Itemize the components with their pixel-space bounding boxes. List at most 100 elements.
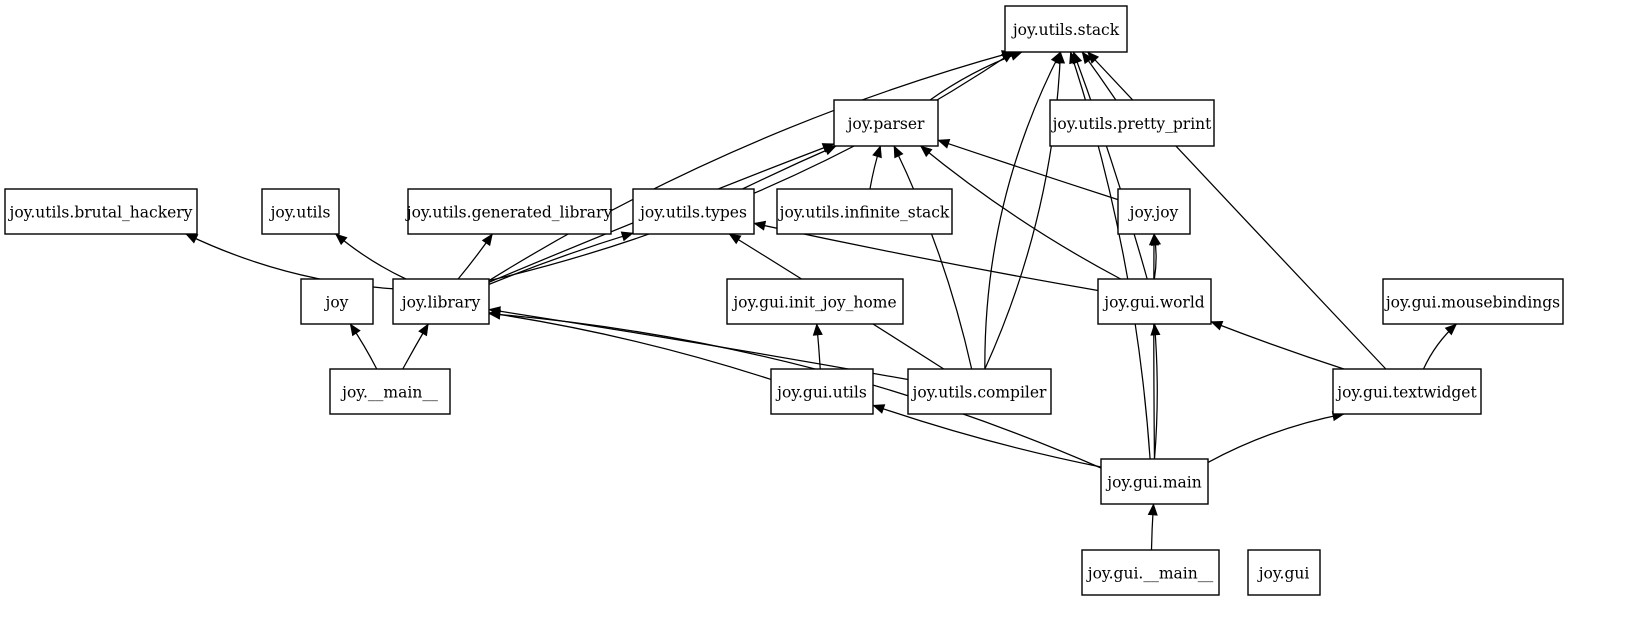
node-box[interactable]	[632, 188, 755, 235]
node-joy-utils[interactable]: joy.utils	[261, 188, 340, 235]
node-joy-gui-main[interactable]: joy.gui.main	[1100, 458, 1209, 505]
node-box[interactable]	[907, 368, 1052, 415]
arrowhead-joy-library-to-joy-utils-brutal-hackery	[185, 233, 199, 244]
node-label: joy.utils.pretty_print	[1051, 115, 1213, 133]
edge-joy-gui-main-to-joy-joy	[1153, 233, 1156, 460]
node-box[interactable]	[833, 99, 939, 147]
node-joy-gui-world[interactable]: joy.gui.world	[1097, 278, 1212, 325]
arrowhead-joy-gui-main-to-joy-joy	[1148, 233, 1160, 246]
node-joy-gui-init-joy-home[interactable]: joy.gui.init_joy_home	[726, 278, 904, 325]
node-box[interactable]	[4, 188, 198, 235]
edge-joy-gui-utils-to-joy-library	[488, 312, 772, 381]
arrowhead-joy-utils-compiler-to-joy-parser	[893, 145, 904, 159]
arrowhead-joy-library-to-joy-utils	[335, 233, 348, 246]
node-box[interactable]	[329, 368, 451, 415]
node-joy-utils-pretty-print[interactable]: joy.utils.pretty_print	[1049, 99, 1215, 147]
edge-joy-utils-compiler-to-joy-parser	[893, 145, 973, 370]
edge-joy-utils-compiler-to-joy-utils-stack	[984, 51, 1062, 370]
node-joy-joy[interactable]: joy.joy	[1117, 188, 1191, 235]
edge-joy-gui-main-to-joy-gui-world	[1153, 323, 1158, 460]
node-joy[interactable]: joy	[300, 278, 374, 325]
arrowhead-joy-utils-types-to-joy-parser	[823, 145, 837, 156]
node-label: joy.gui.world	[1102, 294, 1205, 312]
node-joy-library[interactable]: joy.library	[392, 278, 490, 325]
node-label: joy.gui.mousebindings	[1384, 294, 1560, 312]
node-box[interactable]	[1332, 368, 1482, 415]
arrowhead-joy-utils-compiler-to-joy-library	[488, 306, 501, 317]
node-joy-gui-utils[interactable]: joy.gui.utils	[770, 368, 874, 415]
node-joy-utils-types[interactable]: joy.utils.types	[632, 188, 755, 235]
edge-joy-utils-types-to-joy-parser	[742, 145, 837, 190]
node-label: joy.__main__	[340, 384, 438, 402]
node-box[interactable]	[1081, 549, 1220, 596]
node-label: joy.gui.main	[1105, 474, 1201, 492]
arrowhead-joy-library-to-joy-utils-types	[620, 231, 634, 242]
edge-joy-library-to-joy-utils-stack	[488, 51, 1014, 282]
node-joy-gui-main[interactable]: joy.gui.__main__	[1081, 549, 1220, 596]
edge-joy-library-to-joy-utils-stack	[488, 51, 1014, 282]
arrowhead-joy-utils-infinite-stack-to-joy-parser	[872, 145, 882, 159]
node-box[interactable]	[1097, 278, 1212, 325]
node-box[interactable]	[300, 278, 374, 325]
edge-joy-utils-compiler-to-joy-utils-stack	[984, 51, 1062, 370]
edge-joy-gui-main-to-joy-gui-textwidget	[1207, 413, 1344, 463]
node-label: joy.utils.infinite_stack	[778, 204, 950, 222]
arrowhead-joy-utils-compiler-to-joy-utils-types	[728, 233, 742, 245]
arrowhead-joy-gui-textwidget-to-joy-utils-stack	[1087, 51, 1100, 64]
nodes-layer: joy.utils.stack joy.parser joy.utils.prett…	[4, 5, 1564, 596]
node-label: joy.utils	[269, 204, 331, 222]
arrowhead-joy-gui-main-to-joy-gui-utils	[872, 404, 886, 414]
node-label: joy.gui.__main__	[1086, 565, 1214, 583]
edge-joy-gui-world-to-joy-utils-stack	[1072, 51, 1148, 280]
node-joy-utils-brutal-hackery[interactable]: joy.utils.brutal_hackery	[4, 188, 198, 235]
node-label: joy.gui.textwidget	[1335, 384, 1477, 402]
node-box[interactable]	[1117, 188, 1191, 235]
arrowhead-joy-gui-textwidget-to-joy-gui-mousebindings	[1444, 323, 1458, 336]
node-box[interactable]	[1247, 549, 1321, 596]
node-box[interactable]	[726, 278, 904, 325]
node-joy-gui[interactable]: joy.gui	[1247, 549, 1321, 596]
node-label: joy.utils.generated_library	[405, 204, 613, 222]
node-label: joy.utils.types	[638, 204, 747, 222]
node-joy-parser[interactable]: joy.parser	[833, 99, 939, 147]
node-box[interactable]	[1004, 5, 1128, 53]
node-joy-utils-infinite-stack[interactable]: joy.utils.infinite_stack	[776, 188, 953, 235]
arrowhead-joy-utils-compiler-to-joy-utils-stack	[1050, 51, 1061, 65]
arrowhead-joy-gui-world-to-joy-utils-types	[753, 220, 767, 231]
edge-joy-gui-textwidget-to-joy-gui-world	[1210, 321, 1345, 370]
edge-joy-gui-textwidget-to-joy-utils-stack	[1087, 51, 1387, 370]
edge-joy-library-to-joy-utils	[335, 233, 407, 280]
edge-joy-gui-main-to-joy-gui-utils	[872, 404, 1102, 468]
arrowhead-joy-gui-utils-to-joy-gui-init-joy-home	[812, 323, 823, 336]
node-box[interactable]	[1100, 458, 1209, 505]
node-box[interactable]	[407, 188, 612, 235]
node-box[interactable]	[1049, 99, 1215, 147]
arrowhead-joy-utils-pretty-print-to-joy-utils-stack	[1081, 51, 1093, 65]
node-label: joy.gui	[1257, 565, 1310, 583]
arrowhead-joy-gui-main-to-joy-gui-main	[1147, 503, 1158, 516]
node-label: joy.parser	[846, 115, 925, 133]
node-label: joy.utils.brutal_hackery	[8, 204, 193, 222]
node-box[interactable]	[1382, 278, 1564, 325]
arrowhead-joy-library-to-joy-utils-generated-library	[481, 233, 493, 247]
node-box[interactable]	[776, 188, 953, 235]
node-joy-utils-stack[interactable]: joy.utils.stack	[1004, 5, 1128, 53]
node-joy-main[interactable]: joy.__main__	[329, 368, 451, 415]
node-label: joy.utils.compiler	[911, 384, 1047, 402]
node-box[interactable]	[392, 278, 490, 325]
arrowhead-joy-parser-to-joy-utils-stack	[1009, 51, 1023, 61]
node-box[interactable]	[770, 368, 874, 415]
node-joy-utils-compiler[interactable]: joy.utils.compiler	[907, 368, 1052, 415]
arrowhead-joy-gui-textwidget-to-joy-gui-world	[1210, 321, 1224, 331]
node-label: joy.gui.init_joy_home	[731, 294, 896, 312]
node-label: joy.library	[400, 294, 481, 312]
node-joy-gui-textwidget[interactable]: joy.gui.textwidget	[1332, 368, 1482, 415]
node-joy-utils-generated-library[interactable]: joy.utils.generated_library	[405, 188, 613, 235]
arrowhead-joy-joy-to-joy-parser	[937, 138, 951, 149]
node-label: joy	[324, 294, 349, 312]
node-joy-gui-mousebindings[interactable]: joy.gui.mousebindings	[1382, 278, 1564, 325]
node-box[interactable]	[261, 188, 340, 235]
arrowhead-joy-gui-main-to-joy-gui-world	[1150, 323, 1161, 336]
node-label: joy.gui.utils	[775, 384, 867, 402]
